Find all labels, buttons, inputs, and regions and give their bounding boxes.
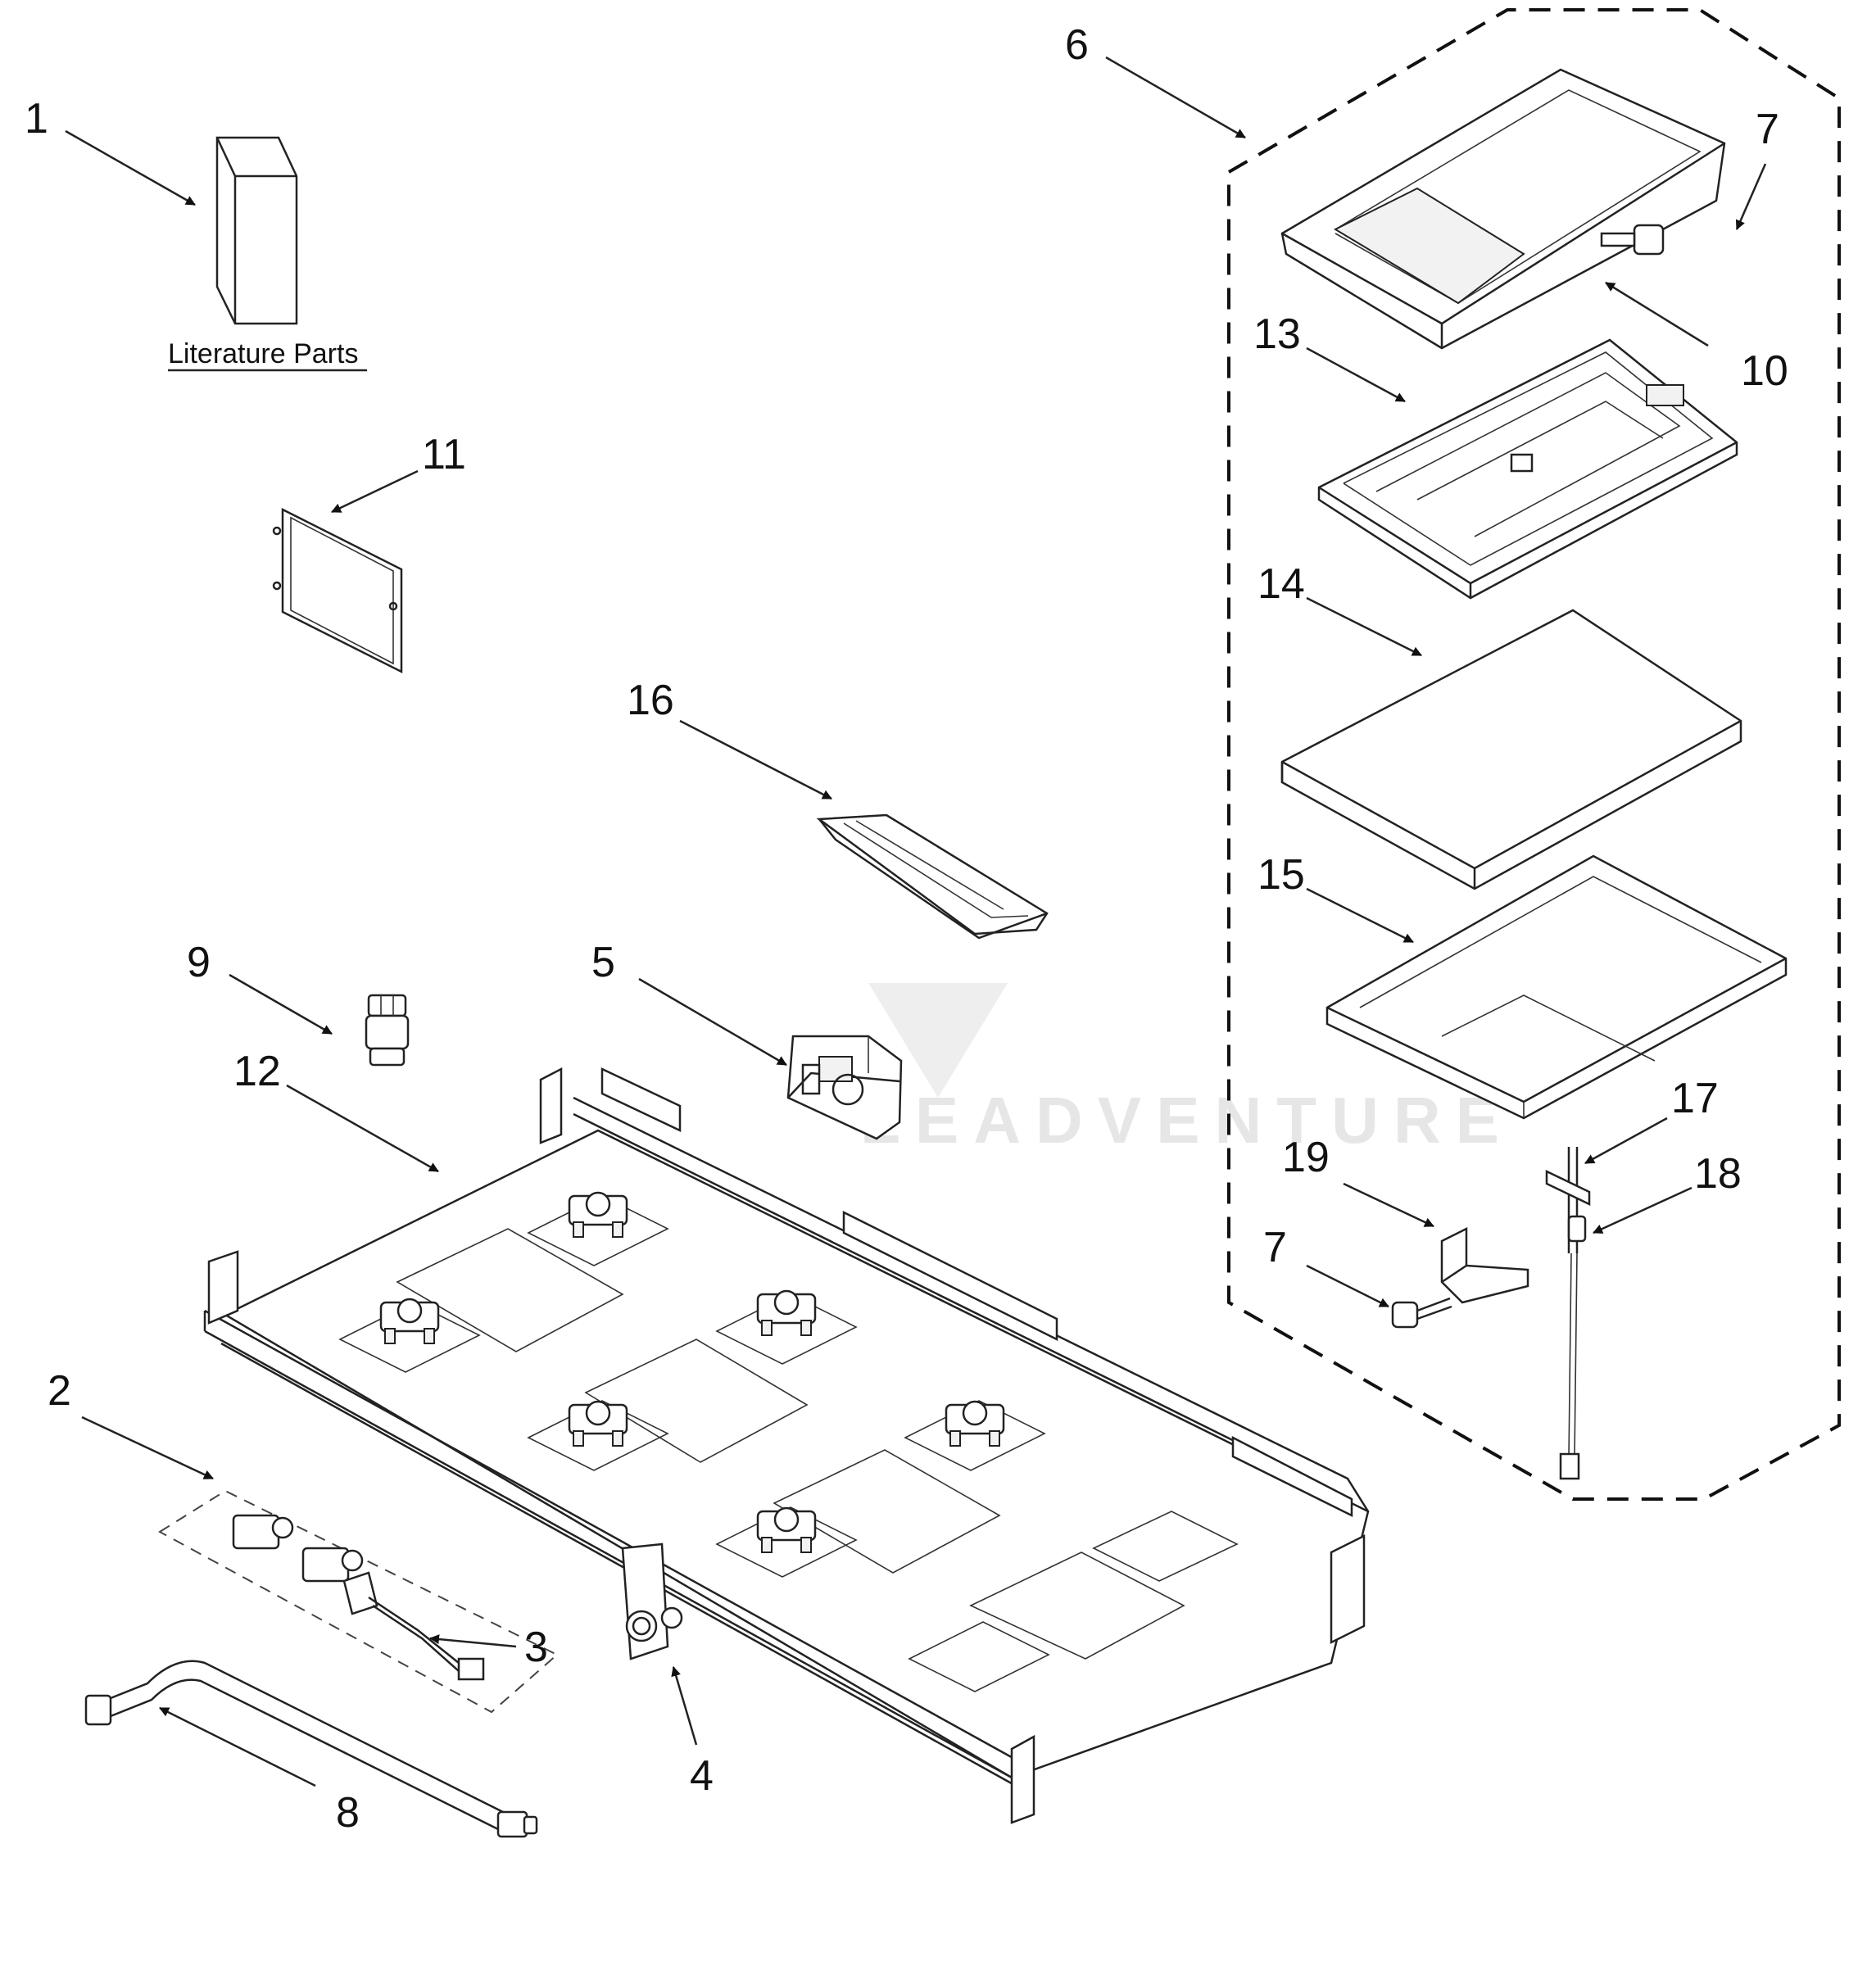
callout-17: 17	[1671, 1075, 1719, 1122]
callout-9: 9	[187, 939, 211, 986]
watermark-text: LEADVENTURE	[860, 1084, 1514, 1157]
callout-8: 8	[336, 1789, 360, 1837]
callout-12: 12	[233, 1048, 281, 1095]
wire-harness[interactable]	[368, 1596, 460, 1664]
callout-13: 13	[1253, 310, 1301, 358]
manifold-bracket[interactable]	[621, 1542, 669, 1660]
gas-manifold-tube[interactable]	[84, 1660, 538, 1838]
callout-10: 10	[1741, 347, 1788, 395]
burner-base-pan[interactable]	[203, 1067, 1370, 1824]
callout-11: 11	[422, 431, 466, 478]
probe-screw[interactable]	[1567, 1215, 1587, 1243]
callout-7-top: 7	[1756, 106, 1779, 153]
cover-plate[interactable]	[272, 507, 403, 674]
screw-top[interactable]	[1600, 224, 1665, 256]
callout-3: 3	[524, 1624, 548, 1671]
callout-1: 1	[25, 95, 48, 143]
insulation-pad[interactable]	[1280, 609, 1742, 890]
trim-tray[interactable]	[816, 813, 1049, 940]
griddle-plate[interactable]	[1280, 68, 1726, 350]
callout-6: 6	[1065, 21, 1089, 69]
spark-module[interactable]	[786, 1035, 903, 1140]
callout-4: 4	[690, 1752, 714, 1800]
griddle-assembly-outline	[1227, 8, 1841, 1501]
callout-18: 18	[1694, 1150, 1742, 1198]
callout-15: 15	[1257, 851, 1305, 899]
leader-lines	[65, 56, 1767, 1787]
callout-2: 2	[48, 1367, 71, 1415]
screw-bottom[interactable]	[1391, 1297, 1452, 1329]
callout-7-bottom: 7	[1263, 1224, 1287, 1271]
probe-bracket[interactable]	[1440, 1226, 1529, 1304]
burner-valves	[379, 1191, 1005, 1553]
callout-5: 5	[591, 939, 615, 986]
literature-label: Literature Parts	[168, 338, 358, 369]
callout-14: 14	[1257, 560, 1305, 608]
temperature-probe[interactable]	[1545, 1147, 1591, 1480]
griddle-pan[interactable]	[1325, 854, 1788, 1120]
literature-parts[interactable]: Literature Parts	[168, 136, 367, 372]
heating-element-frame[interactable]	[1317, 338, 1738, 600]
callout-16: 16	[627, 677, 674, 724]
watermark: LEADVENTURE	[860, 983, 1514, 1157]
callout-19: 19	[1282, 1134, 1330, 1181]
callout-numbers: 1 2 3 4 5 6 7 7 8 9 10 11 12 13 14 15 16…	[25, 21, 1788, 1837]
gas-fitting[interactable]	[365, 994, 410, 1067]
valve-manifold-assembly[interactable]	[158, 1489, 559, 1714]
